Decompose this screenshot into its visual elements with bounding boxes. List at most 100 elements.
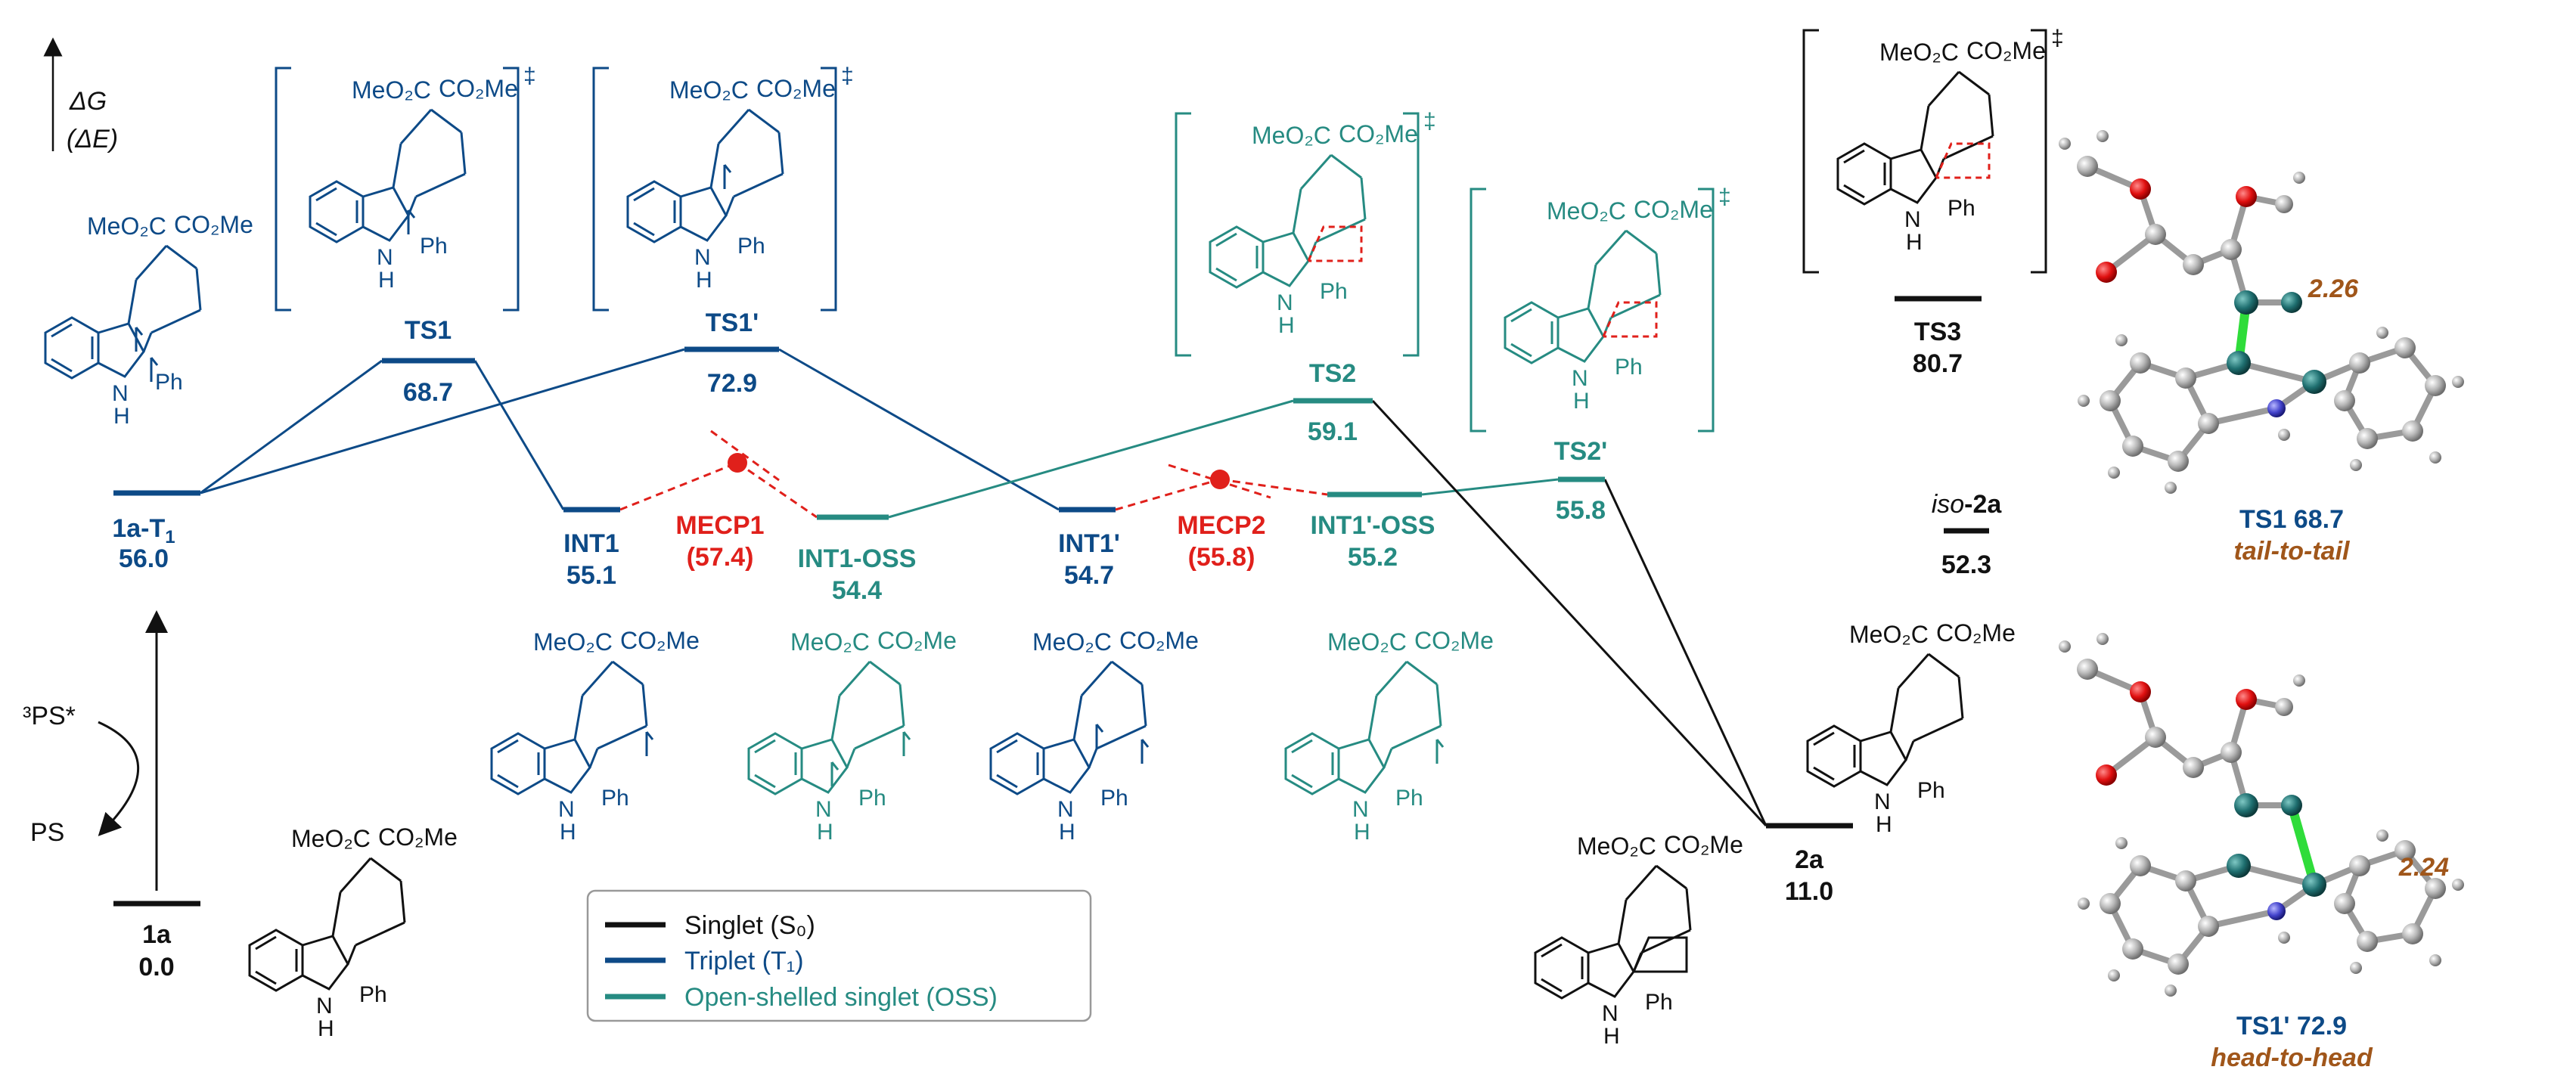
value-ts1: 68.7	[403, 378, 453, 407]
svg-text:H: H	[113, 404, 130, 429]
svg-text:‡: ‡	[1423, 109, 1436, 134]
label-int1p: INT1'	[1058, 529, 1120, 558]
svg-text:N: N	[1352, 797, 1369, 822]
legend: Singlet (S₀) Triplet (T₁) Open-shelled s…	[586, 889, 1092, 1022]
svg-text:N: N	[1602, 1001, 1619, 1026]
svg-text:H: H	[696, 268, 712, 293]
svg-text:MeO₂C: MeO₂C	[87, 212, 166, 240]
axis-label-de: (ΔE)	[67, 125, 118, 153]
svg-text:MeO₂C: MeO₂C	[1879, 39, 1959, 66]
triplet-connectors	[200, 348, 1060, 511]
ts1-3d-title: TS1 68.7	[2239, 505, 2344, 534]
svg-text:CO₂Me: CO₂Me	[439, 75, 518, 102]
level-labels: 1a 0.0 1a-T1 56.0 TS1 68.7 TS1' 72.9 INT…	[112, 309, 2002, 981]
svg-text:CO₂Me: CO₂Me	[877, 627, 957, 654]
label-1a: 1a	[142, 920, 172, 949]
oss-connectors	[888, 399, 1559, 519]
svg-text:N: N	[1277, 290, 1293, 315]
label-mecp2: MECP2	[1177, 511, 1265, 540]
svg-text:MeO₂C: MeO₂C	[669, 76, 749, 104]
label-int1oss: INT1-OSS	[798, 544, 917, 573]
ts1p-3d-distance: 2.24	[2398, 853, 2449, 882]
svg-text:N: N	[377, 245, 393, 270]
svg-text:Ph: Ph	[359, 982, 387, 1007]
svg-text:MeO₂C: MeO₂C	[291, 825, 371, 852]
value-2a: 11.0	[1785, 877, 1833, 906]
svg-text:CO₂Me: CO₂Me	[378, 823, 458, 851]
ts1-3d-model	[2059, 130, 2464, 494]
value-int1: 55.1	[566, 561, 616, 590]
svg-text:H: H	[817, 820, 833, 845]
mecp-connectors	[619, 429, 1328, 519]
svg-text:CO₂Me: CO₂Me	[1936, 619, 2016, 647]
svg-text:‡: ‡	[1718, 185, 1731, 209]
legend-singlet: Singlet (S₀)	[684, 911, 815, 940]
label-ts2p: TS2'	[1554, 437, 1607, 466]
svg-text:Ph: Ph	[1615, 355, 1643, 380]
svg-text:Ph: Ph	[1645, 990, 1673, 1015]
ts3d-labels: TS1 68.7 tail-to-tail TS1' 72.9 head-to-…	[2211, 274, 2449, 1072]
svg-text:Ph: Ph	[1948, 196, 1975, 221]
mecp2-point	[1210, 470, 1230, 489]
svg-text:H: H	[1354, 820, 1370, 845]
svg-text:‡: ‡	[523, 64, 536, 88]
svg-text:Ph: Ph	[737, 234, 765, 259]
svg-text:MeO₂C: MeO₂C	[1032, 628, 1112, 656]
svg-text:CO₂Me: CO₂Me	[1414, 627, 1494, 654]
value-mecp2: (55.8)	[1188, 543, 1255, 572]
svg-text:N: N	[815, 797, 832, 822]
value-ts3: 80.7	[1913, 349, 1963, 378]
svg-text:Ph: Ph	[1917, 778, 1945, 803]
svg-text:CO₂Me: CO₂Me	[1339, 120, 1418, 147]
excitation-scheme: ³PS* PS	[23, 610, 168, 891]
svg-text:MeO₂C: MeO₂C	[1327, 628, 1407, 656]
ps-star-label: ³PS*	[23, 702, 76, 730]
svg-text:H: H	[1059, 820, 1075, 845]
label-ts1: TS1	[405, 316, 452, 345]
svg-text:CO₂Me: CO₂Me	[756, 75, 836, 102]
label-mecp1: MECP1	[675, 511, 764, 540]
svg-text:MeO₂C: MeO₂C	[1252, 122, 1331, 149]
svg-text:H: H	[318, 1016, 334, 1041]
svg-text:N: N	[558, 797, 575, 822]
value-mecp1: (57.4)	[687, 543, 754, 572]
svg-text:H: H	[1573, 389, 1590, 414]
value-ts1p: 72.9	[707, 369, 757, 398]
svg-text:CO₂Me: CO₂Me	[1966, 37, 2046, 64]
ts1-3d-subtitle: tail-to-tail	[2234, 537, 2351, 566]
svg-text:H: H	[378, 268, 395, 293]
ts-3d-structures	[2059, 130, 2464, 997]
svg-text:CO₂Me: CO₂Me	[620, 627, 700, 654]
value-int1p: 54.7	[1064, 561, 1114, 590]
svg-text:MeO₂C: MeO₂C	[1577, 833, 1656, 860]
label-2a: 2a	[1795, 845, 1824, 874]
label-ts2: TS2	[1309, 359, 1356, 388]
svg-text:H: H	[560, 820, 576, 845]
value-ts2p: 55.8	[1556, 496, 1606, 525]
svg-text:Ph: Ph	[1320, 279, 1348, 304]
svg-text:Ph: Ph	[601, 786, 629, 811]
label-int1poss: INT1'-OSS	[1311, 511, 1435, 540]
label-ts1p: TS1'	[706, 309, 759, 337]
svg-text:MeO₂C: MeO₂C	[352, 76, 431, 104]
value-ts2: 59.1	[1308, 417, 1358, 446]
svg-text:CO₂Me: CO₂Me	[1119, 627, 1199, 654]
value-int1poss: 55.2	[1348, 543, 1398, 572]
svg-text:H: H	[1876, 812, 1892, 837]
svg-text:MeO₂C: MeO₂C	[1849, 621, 1929, 648]
svg-text:MeO₂C: MeO₂C	[1547, 197, 1626, 225]
svg-text:N: N	[1057, 797, 1074, 822]
svg-text:N: N	[1874, 789, 1891, 814]
ts1-3d-distance: 2.26	[2308, 274, 2359, 303]
